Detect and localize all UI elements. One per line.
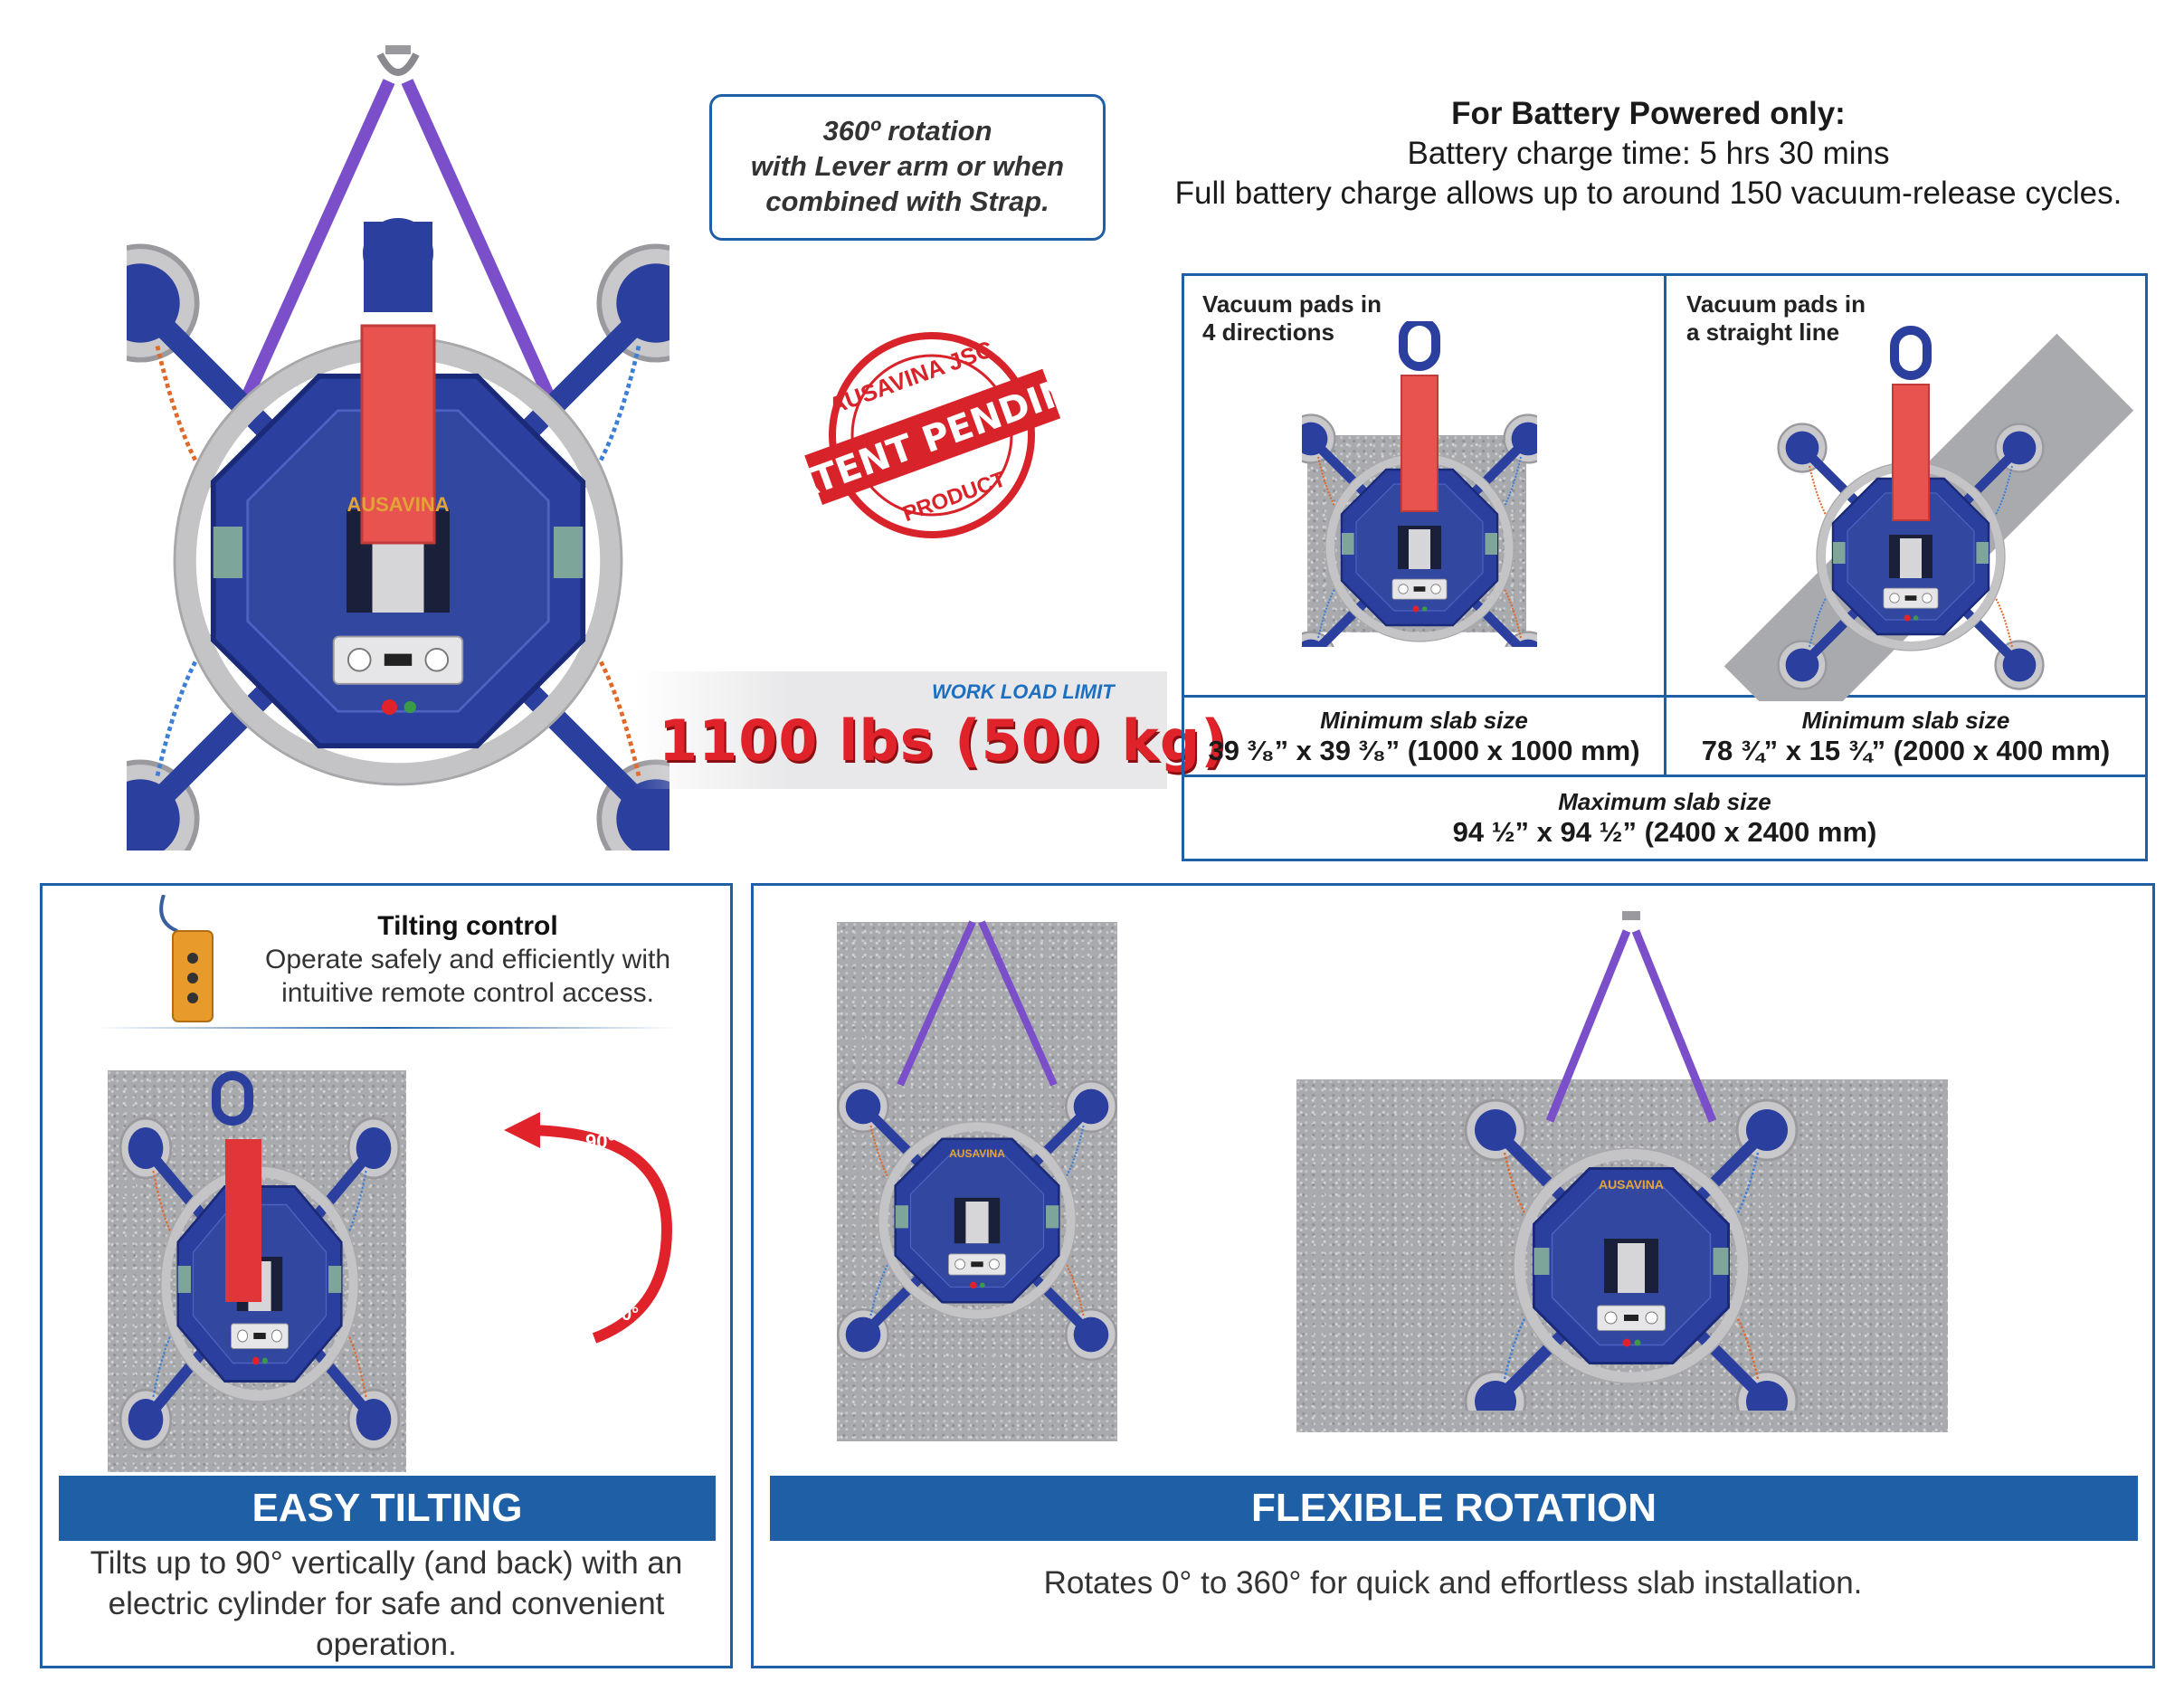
- flexible-rotation-description: Rotates 0° to 360° for quick and effortl…: [1043, 1565, 1863, 1601]
- easy-tilting-description: Tilts up to 90° vertically (and back) wi…: [52, 1543, 721, 1665]
- battery-info: For Battery Powered only: Battery charge…: [1142, 94, 2155, 214]
- wide-machine-brand: AUSAVINA: [1599, 1177, 1664, 1192]
- machine-brand-label: AUSAVINA: [347, 493, 449, 516]
- tall-slab-machine: AUSAVINA: [837, 920, 1117, 1429]
- tilt-angle-arrow: 90° 0°: [504, 1112, 673, 1344]
- callout-line-3: combined with Strap.: [765, 185, 1049, 217]
- slab-size-spec-box: Vacuum pads in 4 directions Vacuum pads …: [1182, 273, 2148, 861]
- straight-machine: [1723, 326, 2134, 701]
- four-dir-min-label: Minimum slab size: [1320, 707, 1528, 734]
- angle-0-label: 0°: [622, 1305, 639, 1325]
- straight-title: Vacuum pads in a straight line: [1686, 290, 1866, 346]
- battery-cycles: Full battery charge allows up to around …: [1174, 176, 2122, 211]
- work-load-label: WORK LOAD LIMIT: [932, 680, 1115, 703]
- tilting-control-line2: intuitive remote control access.: [281, 978, 654, 1008]
- spec-straight-line: Vacuum pads in a straight line: [1666, 276, 2145, 701]
- straight-min-cell: Minimum slab size 78 ¾” x 15 ¾” (2000 x …: [1666, 698, 2145, 777]
- flexible-rotation-heading: FLEXIBLE ROTATION: [770, 1476, 2138, 1541]
- tilting-desc-line1: Tilts up to 90° vertically (and back) wi…: [90, 1545, 683, 1581]
- four-dir-min-cell: Minimum slab size 39 ³⁄₈” x 39 ³⁄₈” (100…: [1184, 698, 1666, 777]
- tilting-desc-line2: electric cylinder for safe and convenien…: [108, 1586, 665, 1621]
- battery-charge-time: Battery charge time: 5 hrs 30 mins: [1407, 136, 1890, 171]
- callout-line-1: 360º rotation: [822, 115, 992, 147]
- angle-90-label: 90°: [585, 1130, 615, 1153]
- straight-min-value: 78 ¾” x 15 ¾” (2000 x 400 mm): [1701, 735, 2111, 766]
- easy-tilting-heading: EASY TILTING: [59, 1476, 716, 1541]
- divider: [97, 1027, 676, 1029]
- tilting-desc-line3: operation.: [316, 1627, 457, 1662]
- main-lifter-image: AUSAVINA: [127, 36, 669, 850]
- battery-title: For Battery Powered only:: [1451, 96, 1846, 131]
- remote-control-icon: [159, 895, 214, 1022]
- tilting-control-title: Tilting control: [377, 911, 558, 941]
- max-slab-cell: Maximum slab size 94 ½” x 94 ½” (2400 x …: [1184, 777, 2145, 859]
- rotation-callout: 360º rotation with Lever arm or when com…: [709, 94, 1106, 241]
- easy-tilting-panel: Tilting control Operate safely and effic…: [40, 883, 733, 1668]
- tall-machine-brand: AUSAVINA: [949, 1147, 1005, 1160]
- work-load-banner: [633, 671, 1167, 789]
- wide-slab-machine: AUSAVINA: [1441, 911, 1821, 1411]
- tilting-control-line1: Operate safely and efficiently with: [264, 945, 671, 974]
- straight-min-label: Minimum slab size: [1801, 707, 2010, 734]
- spec-four-directions: Vacuum pads in 4 directions: [1184, 276, 1666, 698]
- max-slab-label: Maximum slab size: [1558, 788, 1771, 815]
- patent-pending-stamp: AUSAVINA JSC PATENT PENDING PRODUCT: [762, 322, 1105, 548]
- tilting-control-text: Tilting control Operate safely and effic…: [223, 909, 712, 1010]
- four-dir-min-value: 39 ³⁄₈” x 39 ³⁄₈” (1000 x 1000 mm): [1208, 735, 1640, 766]
- tilting-machine: [115, 1071, 413, 1456]
- flexible-rotation-panel: AUSAVINA AUSAVINA FLEXIBLE ROTATION Rota…: [751, 883, 2155, 1668]
- work-load-value: 1100 lbs (500 kg): [659, 708, 1228, 774]
- four-dir-machine: [1302, 321, 1537, 647]
- tall-slab: [837, 922, 1117, 1441]
- max-slab-value: 94 ½” x 94 ½” (2400 x 2400 mm): [1452, 816, 1877, 848]
- four-dir-title: Vacuum pads in 4 directions: [1202, 290, 1382, 346]
- callout-line-2: with Lever arm or when: [750, 150, 1065, 182]
